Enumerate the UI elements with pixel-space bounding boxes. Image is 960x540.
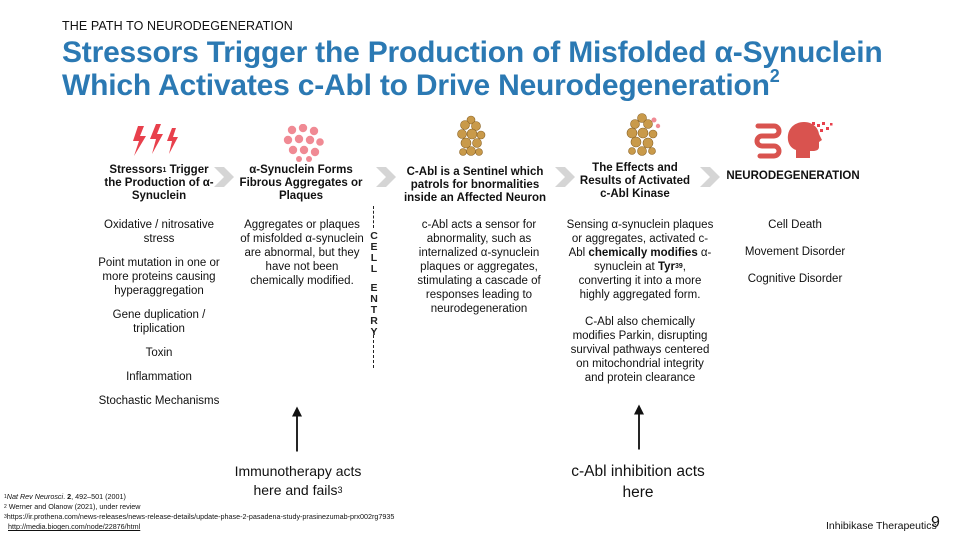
column-body-c-abl-sentinel: c-Abl acts a sensor for abnormality, suc…	[412, 218, 546, 326]
cell-entry-letter: T	[370, 304, 378, 316]
list-item: Oxidative / nitrosative stress	[104, 219, 214, 245]
footnote-marker: 1	[162, 167, 167, 174]
immunotherapy-callout: Immunotherapy acts here and fails3	[222, 462, 374, 500]
eyebrow-label: THE PATH TO NEURODEGENERATION	[62, 19, 293, 33]
lightning-bolts-icon	[133, 124, 178, 156]
list-item: Movement Disorder	[744, 246, 846, 258]
cell-entry-letter: L	[370, 252, 378, 264]
column-body-stressors: Oxidative / nitrosative stress Point mut…	[94, 218, 224, 418]
chevron-right-icon	[214, 167, 234, 187]
column-head-c-abl-sentinel: C-Abl is a Sentinel which patrols for bn…	[403, 166, 547, 204]
list-item: Cognitive Disorder	[747, 273, 843, 285]
activated-c-abl-kinase-icon	[626, 113, 661, 156]
up-arrow-icon	[292, 406, 302, 452]
footnote-4-link[interactable]: http://media.biogen.com/node/22876/html	[8, 522, 141, 531]
footnote-2: 2 Werner and Olanow (2021), under review	[4, 502, 141, 511]
cell-entry-letter: Y	[370, 326, 378, 338]
title-line-2: Which Activates c-Abl to Drive Neurodege…	[62, 66, 952, 102]
title-line-2-text: Which Activates c-Abl to Drive Neurodege…	[62, 69, 770, 102]
footnote-1: 1Nat Rev Neurosci. 2, 492–501 (2001)	[4, 492, 126, 501]
column-head-synuclein: α-Synuclein Forms Fibrous Aggregates or …	[239, 164, 363, 202]
cell-entry-letter: L	[370, 263, 378, 275]
title-line-1: Stressors Trigger the Production of Misf…	[62, 36, 883, 69]
cell-entry-letter: C	[370, 230, 378, 242]
footnote-link[interactable]: https://ir.prothena.com/news-releases/ne…	[6, 512, 395, 521]
cell-entry-letter: E	[370, 282, 378, 294]
divider-dash	[373, 330, 374, 368]
list-item: Inflammation	[126, 371, 192, 383]
footnote-3: 3https://ir.prothena.com/news-releases/n…	[4, 512, 395, 521]
c-abl-molecule-icon	[457, 115, 486, 156]
company-brand: Inhibikase Therapeutics	[826, 520, 937, 532]
cell-entry-letter: N	[370, 293, 378, 305]
list-item: Point mutation in one or more proteins c…	[98, 257, 220, 297]
chevron-right-icon	[376, 167, 396, 187]
column-head-neurodegeneration: NEURODEGENERATION	[726, 170, 860, 182]
up-arrow-icon	[634, 404, 644, 450]
column-body-neurodegeneration: Cell Death Movement Disorder Cognitive D…	[728, 218, 862, 299]
stressors-head-text: Stressors	[109, 164, 163, 176]
c-abl-inhibition-callout: c-Abl inhibition acts here	[571, 463, 705, 501]
column-body-effects: Sensing α-synuclein plaques or aggregate…	[566, 218, 714, 395]
immunotherapy-text: Immunotherapy acts here and fails	[234, 463, 362, 498]
footnotes: 1Nat Rev Neurosci. 2, 492–501 (2001) 2 W…	[4, 492, 394, 532]
list-item: Stochastic Mechanisms	[98, 395, 220, 407]
list-item: Cell Death	[768, 219, 822, 231]
stressors-head-rest: Trigger the Production of α-Synuclein	[104, 164, 214, 202]
chevron-right-icon	[700, 167, 720, 187]
cell-entry-letter	[368, 274, 380, 282]
column-head-stressors: Stressors1 Trigger the Production of α-S…	[100, 164, 218, 203]
page-number: 9	[931, 514, 940, 531]
chevron-right-icon	[555, 167, 575, 187]
list-item: Aggregates or plaques of misfolded α-syn…	[240, 219, 364, 287]
column-body-synuclein: Aggregates or plaques of misfolded α-syn…	[238, 218, 366, 298]
slide-title: Stressors Trigger the Production of Misf…	[62, 36, 952, 102]
title-footnote-marker: 2	[769, 66, 780, 86]
footnote-marker: 3	[337, 485, 343, 495]
protein-aggregates-icon	[283, 124, 324, 162]
column-head-effects: The Effects and Results of Activated c-A…	[579, 162, 691, 200]
list-item: Toxin	[145, 347, 173, 359]
effects-paragraph-1: Sensing α-synuclein plaques or aggregate…	[566, 219, 714, 301]
divider-dash	[373, 206, 374, 228]
gut-brain-icon	[754, 122, 833, 159]
effects-paragraph-2: C-Abl also chemically modifies Parkin, d…	[570, 316, 710, 384]
list-item: c-Abl acts a sensor for abnormality, suc…	[417, 219, 541, 315]
cell-entry-letter: R	[370, 315, 378, 327]
list-item: Gene duplication / triplication	[112, 309, 206, 335]
cell-entry-letter: E	[370, 241, 378, 253]
